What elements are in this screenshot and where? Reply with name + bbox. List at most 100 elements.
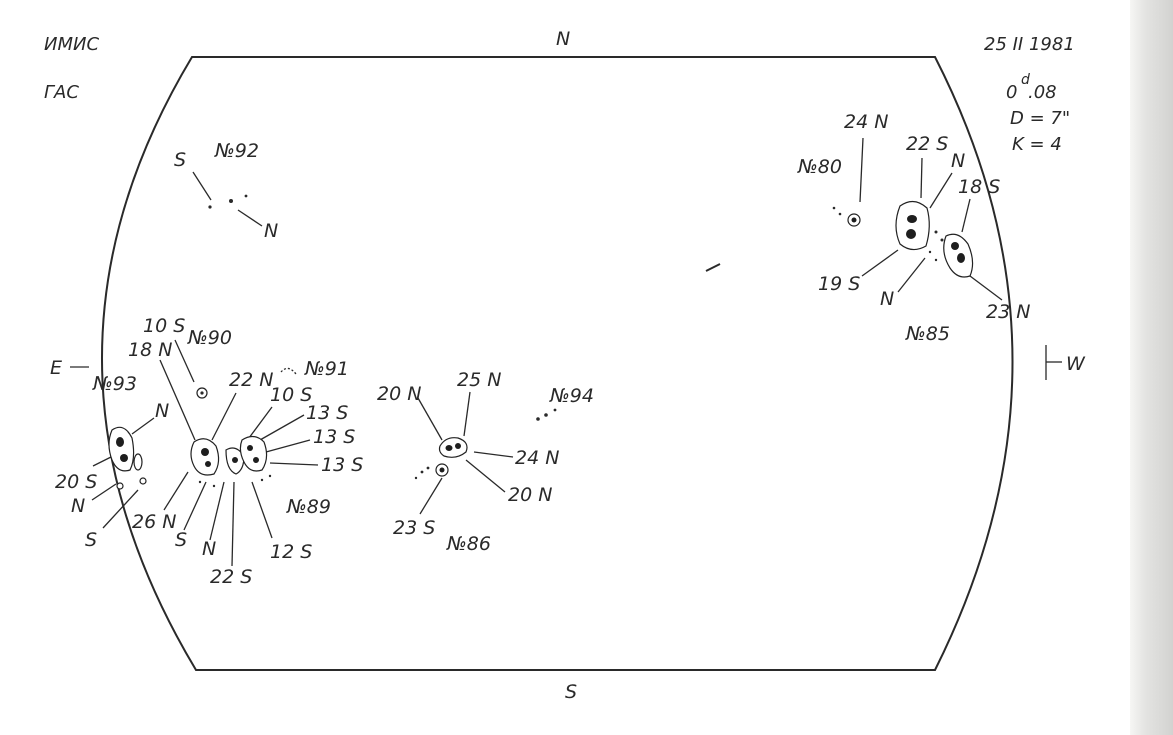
- group-92-lead: S: [174, 149, 186, 171]
- quality-label: K = 4: [1012, 134, 1062, 155]
- group-89-leader: [251, 481, 273, 539]
- group-89-f3: 10 S: [270, 384, 312, 406]
- group-93-f2: 20 S: [55, 471, 97, 493]
- group-89-umbra: [247, 445, 253, 451]
- time-sup: d: [1021, 72, 1030, 88]
- group-85-leader: [969, 275, 1003, 301]
- group-80-field: 24 N: [844, 111, 888, 133]
- group-85-f4: 19 S: [818, 273, 860, 295]
- time-main: 0: [1006, 82, 1017, 103]
- group-90-number: №90: [187, 327, 232, 349]
- group-85-leader: [920, 157, 923, 199]
- group-85-umbra: [957, 253, 965, 263]
- group-89-leader: [209, 481, 225, 541]
- group-86-spot-lead: [438, 437, 468, 458]
- group-85-umbra: [906, 229, 916, 239]
- group-85-pore: [934, 258, 938, 262]
- group-80-pore: [838, 212, 842, 216]
- group-86-leader: [473, 451, 514, 458]
- group-86-leader: [463, 391, 471, 437]
- group-89-pore: [268, 474, 272, 478]
- group-86-leader: [419, 477, 443, 515]
- group-85-spot-lead: [895, 200, 930, 251]
- group-89-leader: [163, 471, 189, 511]
- group-89-f11: 12 S: [270, 541, 312, 563]
- east-label: E: [50, 357, 62, 379]
- group-85-f2: N: [951, 150, 965, 172]
- group-92-spot: [229, 199, 233, 203]
- group-85-f1: 22 S: [906, 133, 948, 155]
- disk-frame: [101, 56, 1014, 671]
- group-91: №91: [280, 358, 349, 380]
- group-90-pore: [200, 391, 204, 395]
- group-89-pore: [260, 478, 264, 482]
- south-label: S: [565, 681, 577, 703]
- group-94-spot: [553, 408, 557, 412]
- group-86-leader: [417, 397, 443, 441]
- group-89-pore: [198, 480, 202, 484]
- group-93-spot: [133, 453, 143, 471]
- group-93-umbra: [120, 454, 128, 462]
- group-92: №92 S N: [174, 140, 278, 242]
- group-92-follow: N: [264, 220, 278, 242]
- group-89-leader: [231, 481, 235, 567]
- group-85-f3: 18 S: [958, 176, 1000, 198]
- time-frac: .08: [1028, 82, 1057, 103]
- group-92-line-follow: [237, 209, 263, 227]
- group-86-pore: [420, 470, 424, 474]
- group-89-f1: 18 N: [128, 339, 172, 361]
- station-label: ГАС: [44, 82, 79, 103]
- group-91-marks: [280, 367, 297, 375]
- group-89-f6: 13 S: [321, 454, 363, 476]
- group-89-spot-lead: [190, 438, 220, 476]
- group-89-f9: N: [202, 538, 216, 560]
- group-86-umbra: [445, 445, 453, 451]
- group-89-leader: [259, 414, 305, 441]
- group-94-number: №94: [549, 385, 594, 407]
- group-89-leader: [211, 392, 237, 441]
- group-86-f5: 23 S: [393, 517, 435, 539]
- group-86: №86 20 N 25 N 24 N 20 N 23 S: [377, 369, 559, 555]
- group-94-spot: [544, 413, 548, 417]
- group-86-leader: [465, 459, 506, 493]
- group-89-number: №89: [286, 496, 331, 518]
- group-85-pore: [940, 238, 944, 242]
- group-86-umbra: [439, 467, 445, 473]
- group-92-number: №92: [214, 140, 259, 162]
- group-85-umbra: [907, 215, 917, 223]
- group-92-line-lead: [192, 171, 212, 201]
- group-85-leader: [929, 172, 953, 209]
- diameter-label: D = 7": [1010, 108, 1070, 129]
- group-93-spot: [139, 477, 147, 485]
- page-edge-shadow: [1130, 0, 1173, 735]
- observatory-label: ИМИС: [44, 34, 99, 55]
- group-89-umbra: [205, 461, 211, 467]
- group-80-line: [859, 137, 864, 203]
- group-93-leader: [131, 417, 155, 435]
- group-85-umbra: [951, 242, 959, 250]
- group-89-pore: [212, 484, 216, 488]
- group-85-f6: 23 N: [986, 301, 1030, 323]
- group-89-leader: [183, 481, 207, 531]
- group-89-f7: 26 N: [132, 511, 176, 533]
- group-93-umbra: [116, 437, 124, 447]
- group-85: №85 22 S N 18 S 19 S N 23 N: [818, 133, 1030, 345]
- group-89-f10: 22 S: [210, 566, 252, 588]
- date-label: 25 II 1981: [984, 34, 1075, 55]
- group-86-f1: 20 N: [377, 383, 421, 405]
- group-93-f3: N: [71, 495, 85, 517]
- group-80: №80 24 N: [797, 111, 888, 227]
- group-93-number: №93: [92, 373, 137, 395]
- group-80-umbra: [851, 217, 857, 223]
- group-93-spot: [116, 482, 124, 490]
- group-89-leader: [269, 462, 319, 466]
- west-label: W: [1066, 353, 1086, 375]
- group-85-number: №85: [905, 323, 950, 345]
- stray-mark: [705, 263, 721, 272]
- north-label: N: [556, 28, 570, 50]
- group-85-leader: [961, 198, 971, 233]
- group-93-leader: [102, 489, 139, 529]
- group-80-pore: [832, 206, 836, 210]
- group-80-number: №80: [797, 156, 842, 178]
